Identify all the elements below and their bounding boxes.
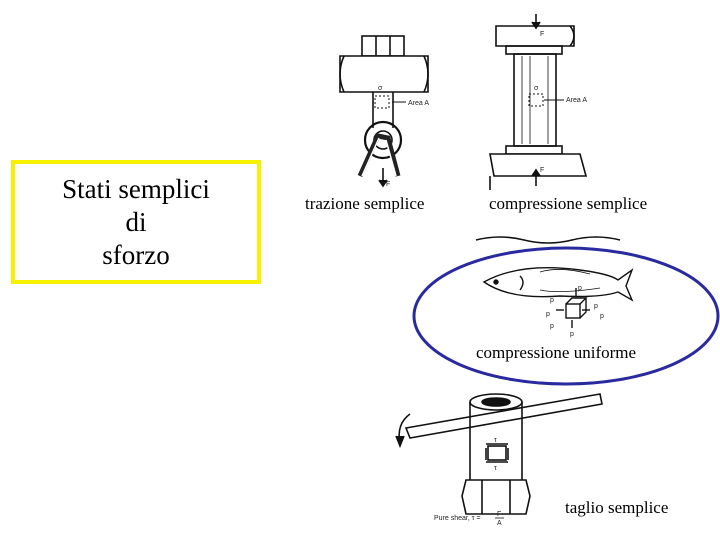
compression-force-top-label: F [540, 31, 544, 38]
pressure-label-6: p [550, 323, 554, 330]
pressure-label-7: p [570, 331, 574, 338]
caption-compression: compressione semplice [489, 194, 647, 214]
tension-area-label: Area A [408, 100, 429, 107]
water-surface [476, 237, 620, 243]
shear-formula-numerator: F [497, 511, 501, 518]
pure-shear-label: Pure shear, τ = [434, 515, 481, 522]
pressure-label-2: p [550, 297, 554, 304]
tension-sigma-label: σ [378, 85, 383, 92]
caption-tension: trazione semplice [305, 194, 424, 214]
fish-illustration [484, 268, 632, 328]
shear-tau-label-bottom: τ [494, 465, 497, 472]
compression-sigma-label: σ [534, 85, 539, 92]
pressure-label-4: p [546, 311, 550, 318]
pressure-label-5: p [600, 313, 604, 320]
caption-shear: taglio semplice [565, 498, 668, 518]
pressure-label-1: p [578, 285, 582, 292]
compression-force-bottom-label: F [540, 167, 544, 174]
pressure-label-3: p [594, 303, 598, 310]
shear-illustration [396, 394, 602, 514]
caption-uniform-compression: compressione uniforme [476, 343, 636, 363]
tension-illustration [340, 36, 428, 186]
tension-force-label: F [386, 181, 390, 188]
shear-formula-denominator: A [497, 520, 502, 527]
compression-area-label: Area A [566, 97, 587, 104]
shear-tau-label-top: τ [494, 437, 497, 444]
